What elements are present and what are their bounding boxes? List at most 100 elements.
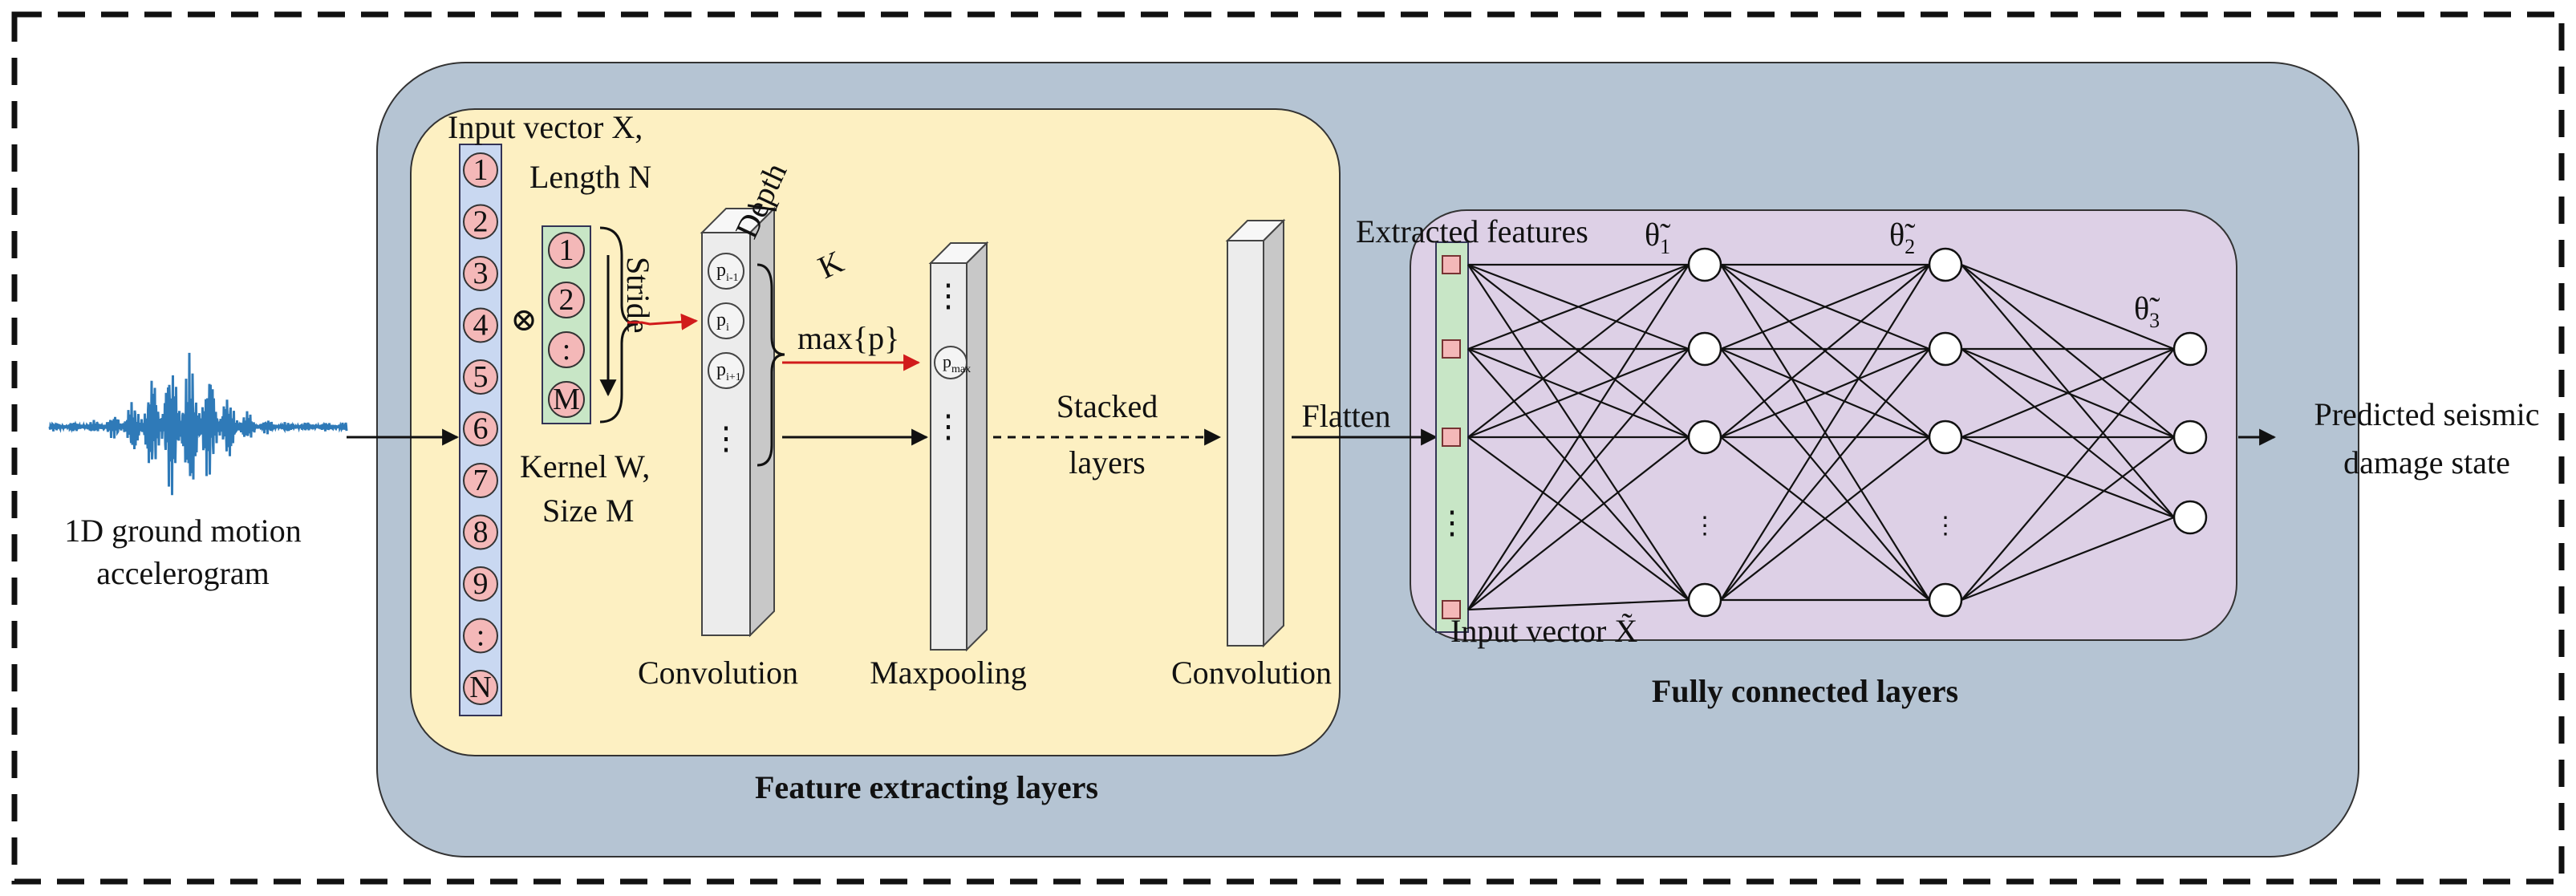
neuron	[2172, 331, 2208, 367]
maxpooling-prism	[928, 241, 989, 652]
fc-neurons	[1687, 247, 2208, 618]
input-item: 3	[463, 256, 498, 291]
outer-dashed-frame	[11, 11, 2565, 885]
conv-dots: ⋮	[710, 420, 742, 456]
kernel-item: 1	[548, 232, 585, 269]
svg-text:pmax: pmax	[943, 351, 971, 375]
neuron	[2172, 500, 2208, 535]
conv-brace	[757, 263, 785, 467]
conv2-label: Convolution	[1171, 655, 1332, 691]
fc-input-squares	[1442, 255, 1461, 619]
svg-text:1: 1	[559, 233, 574, 267]
neuron	[1687, 420, 1722, 455]
fc-input-vector-label: Input vector X̃	[1450, 613, 1637, 649]
svg-text:6: 6	[473, 412, 489, 446]
layer2-dots: ⋮	[1933, 513, 1957, 539]
input-item: 1	[463, 152, 498, 188]
input-item: 2	[463, 204, 498, 240]
fully-connected-block	[1410, 209, 2237, 641]
kernel-items: 1 2: M	[548, 232, 585, 418]
input-item: 7	[463, 463, 498, 498]
conv-label: Convolution	[638, 655, 798, 691]
neuron	[1928, 247, 1963, 282]
svg-text:7: 7	[473, 464, 489, 497]
input-item: 6	[463, 411, 498, 447]
neuron	[1928, 582, 1963, 618]
kernel-brace	[599, 226, 639, 424]
neuron	[1928, 331, 1963, 367]
svg-text::: :	[562, 333, 571, 367]
svg-text:M: M	[553, 383, 580, 416]
svg-text:2: 2	[559, 283, 574, 317]
neuron	[1687, 582, 1722, 618]
neuron	[2172, 420, 2208, 455]
svg-text:pi: pi	[716, 310, 729, 334]
feature-block-title: Feature extracting layers	[755, 769, 1098, 805]
fc-input-square	[1442, 339, 1461, 359]
fc-input-square	[1442, 255, 1461, 274]
convolution-prism	[700, 206, 777, 638]
ground-motion-waveform	[48, 352, 348, 496]
fc-input-square	[1442, 600, 1461, 619]
input-item: N	[463, 670, 498, 705]
feature-extracting-block	[410, 108, 1341, 756]
neuron	[1687, 331, 1722, 367]
input-item: 4	[463, 307, 498, 343]
conv-cell: pi	[708, 302, 744, 339]
pool-cell: pmax	[934, 346, 971, 379]
kernel-item: :	[548, 331, 585, 368]
output-label-line2: damage state	[2343, 444, 2510, 480]
input-vector-items: 1 2 3 4 5 6 7 8 9: N	[463, 152, 498, 705]
neuron	[1928, 420, 1963, 455]
svg-text:pi-1: pi-1	[716, 260, 739, 284]
input-vector-label-line1: Input vector X,	[448, 109, 643, 145]
svg-text:5: 5	[473, 360, 489, 394]
conv-cell: pi+1	[708, 352, 744, 389]
svg-text:9: 9	[473, 567, 489, 601]
svg-text:pi+1: pi+1	[716, 359, 741, 383]
max-p-label: max{p}	[797, 320, 899, 356]
svg-text:2: 2	[473, 205, 489, 239]
svg-text:N: N	[469, 671, 491, 704]
fc-connections	[1467, 263, 2175, 611]
kernel-item: 2	[548, 282, 585, 318]
fc-input-dots: ⋮	[1436, 505, 1468, 541]
neuron	[1687, 247, 1722, 282]
input-item: 8	[463, 514, 498, 550]
conv-cell: pi-1	[708, 253, 744, 290]
input-vector-label-line2: Length N	[529, 159, 651, 195]
convolution-cells: pi-1 pi pi+1	[708, 253, 744, 389]
svg-text::: :	[477, 619, 485, 653]
output-label-line1: Predicted seismic	[2314, 396, 2539, 432]
svg-text:3: 3	[473, 257, 489, 290]
svg-text:8: 8	[473, 516, 489, 549]
flatten-label: Flatten	[1301, 398, 1390, 434]
kernel-label-line2: Size M	[542, 493, 634, 529]
fc-block-title: Fully connected layers	[1652, 673, 1958, 709]
convolution-operator-icon: ⊗	[510, 302, 538, 338]
kernel-item: M	[548, 381, 585, 418]
extracted-features-label: Extracted features	[1356, 213, 1588, 249]
svg-text:4: 4	[473, 309, 489, 343]
convolution2-prism	[1225, 218, 1286, 648]
waveform-label-line1: 1D ground motion	[64, 513, 302, 549]
theta3-label: θ̃3	[2134, 290, 2160, 332]
stride-label: Stride	[620, 257, 656, 334]
pool-dots-top: ⋮	[932, 278, 964, 314]
fc-input-square	[1442, 428, 1461, 447]
depth-tick	[747, 204, 777, 212]
pool-label: Maxpooling	[870, 655, 1027, 691]
fc-input-vector	[1435, 241, 1469, 633]
waveform-label-line2: accelerogram	[96, 555, 269, 591]
stacked-label-line1: Stacked	[1057, 388, 1158, 424]
kernel-label-line1: Kernel W,	[520, 448, 650, 484]
layer1-dots: ⋮	[1693, 513, 1717, 539]
input-item: :	[463, 618, 498, 654]
input-item: 9	[463, 566, 498, 602]
red-arrow-kernel-to-conv	[627, 313, 699, 330]
input-item: 5	[463, 359, 498, 395]
svg-text:1: 1	[473, 153, 489, 187]
stacked-label-line2: layers	[1069, 444, 1146, 480]
pool-dots-bottom: ⋮	[932, 408, 964, 444]
